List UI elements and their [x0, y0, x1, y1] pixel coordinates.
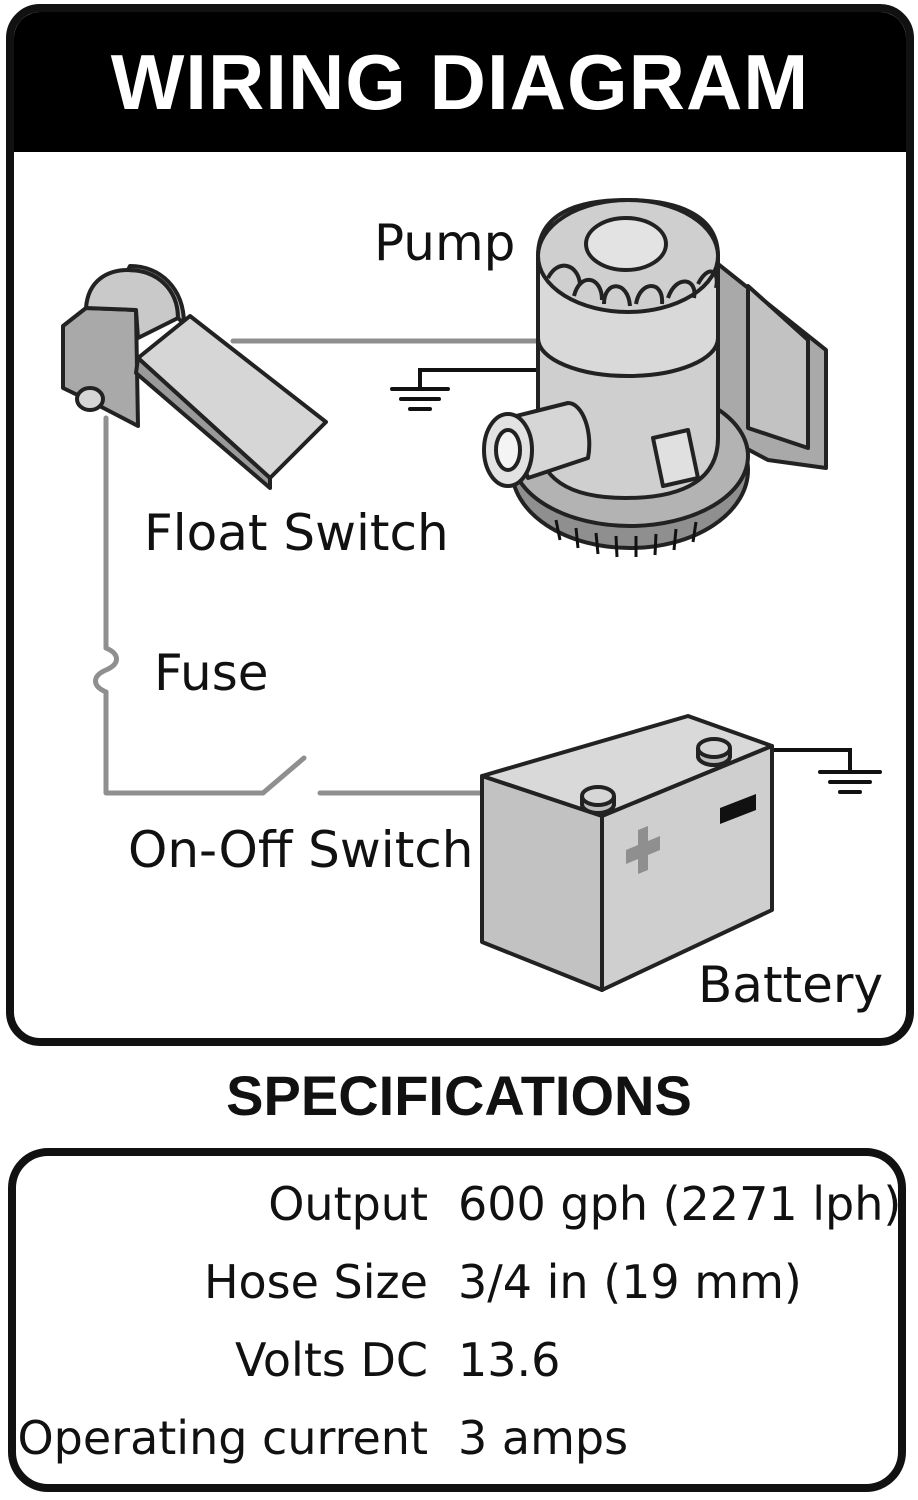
spec-name: Output	[268, 1177, 428, 1231]
float-switch-label: Float Switch	[144, 504, 449, 562]
spec-row-output: Output 600 gph (2271 lph)	[16, 1172, 902, 1236]
spec-name: Volts DC	[235, 1333, 428, 1387]
on-off-switch-label: On-Off Switch	[128, 821, 474, 879]
specifications-title: SPECIFICATIONS	[226, 1064, 692, 1127]
spec-value: 3 amps	[458, 1411, 629, 1465]
spec-value: 600 gph (2271 lph)	[458, 1177, 902, 1231]
spec-name: Operating current	[17, 1411, 428, 1465]
spec-value: 13.6	[458, 1333, 561, 1387]
pump-label: Pump	[374, 214, 516, 272]
on-off-switch-symbol	[260, 755, 307, 796]
wiring-diagram	[61, 198, 882, 992]
spec-row-hose-size: Hose Size 3/4 in (19 mm)	[16, 1250, 898, 1314]
spec-row-volts-dc: Volts DC 13.6	[16, 1328, 898, 1392]
spec-row-operating-current: Operating current 3 amps	[16, 1406, 898, 1470]
wire-fuse-to-switch	[103, 689, 266, 796]
pump-icon	[482, 198, 828, 558]
wiring-diagram-panel: WIRING DIAGRAM	[6, 4, 914, 1046]
panel-title: WIRING DIAGRAM	[14, 12, 906, 152]
battery-label: Battery	[698, 956, 884, 1014]
pump-ground	[390, 368, 565, 411]
float-switch-icon	[61, 264, 328, 490]
spec-name: Hose Size	[203, 1255, 428, 1309]
fuse-label: Fuse	[154, 644, 269, 702]
battery-icon	[480, 714, 774, 992]
circuit-wires	[93, 338, 589, 796]
spec-value: 3/4 in (19 mm)	[458, 1255, 802, 1309]
specifications-table: Output 600 gph (2271 lph) Hose Size 3/4 …	[8, 1148, 906, 1492]
fuse-symbol	[93, 645, 119, 695]
